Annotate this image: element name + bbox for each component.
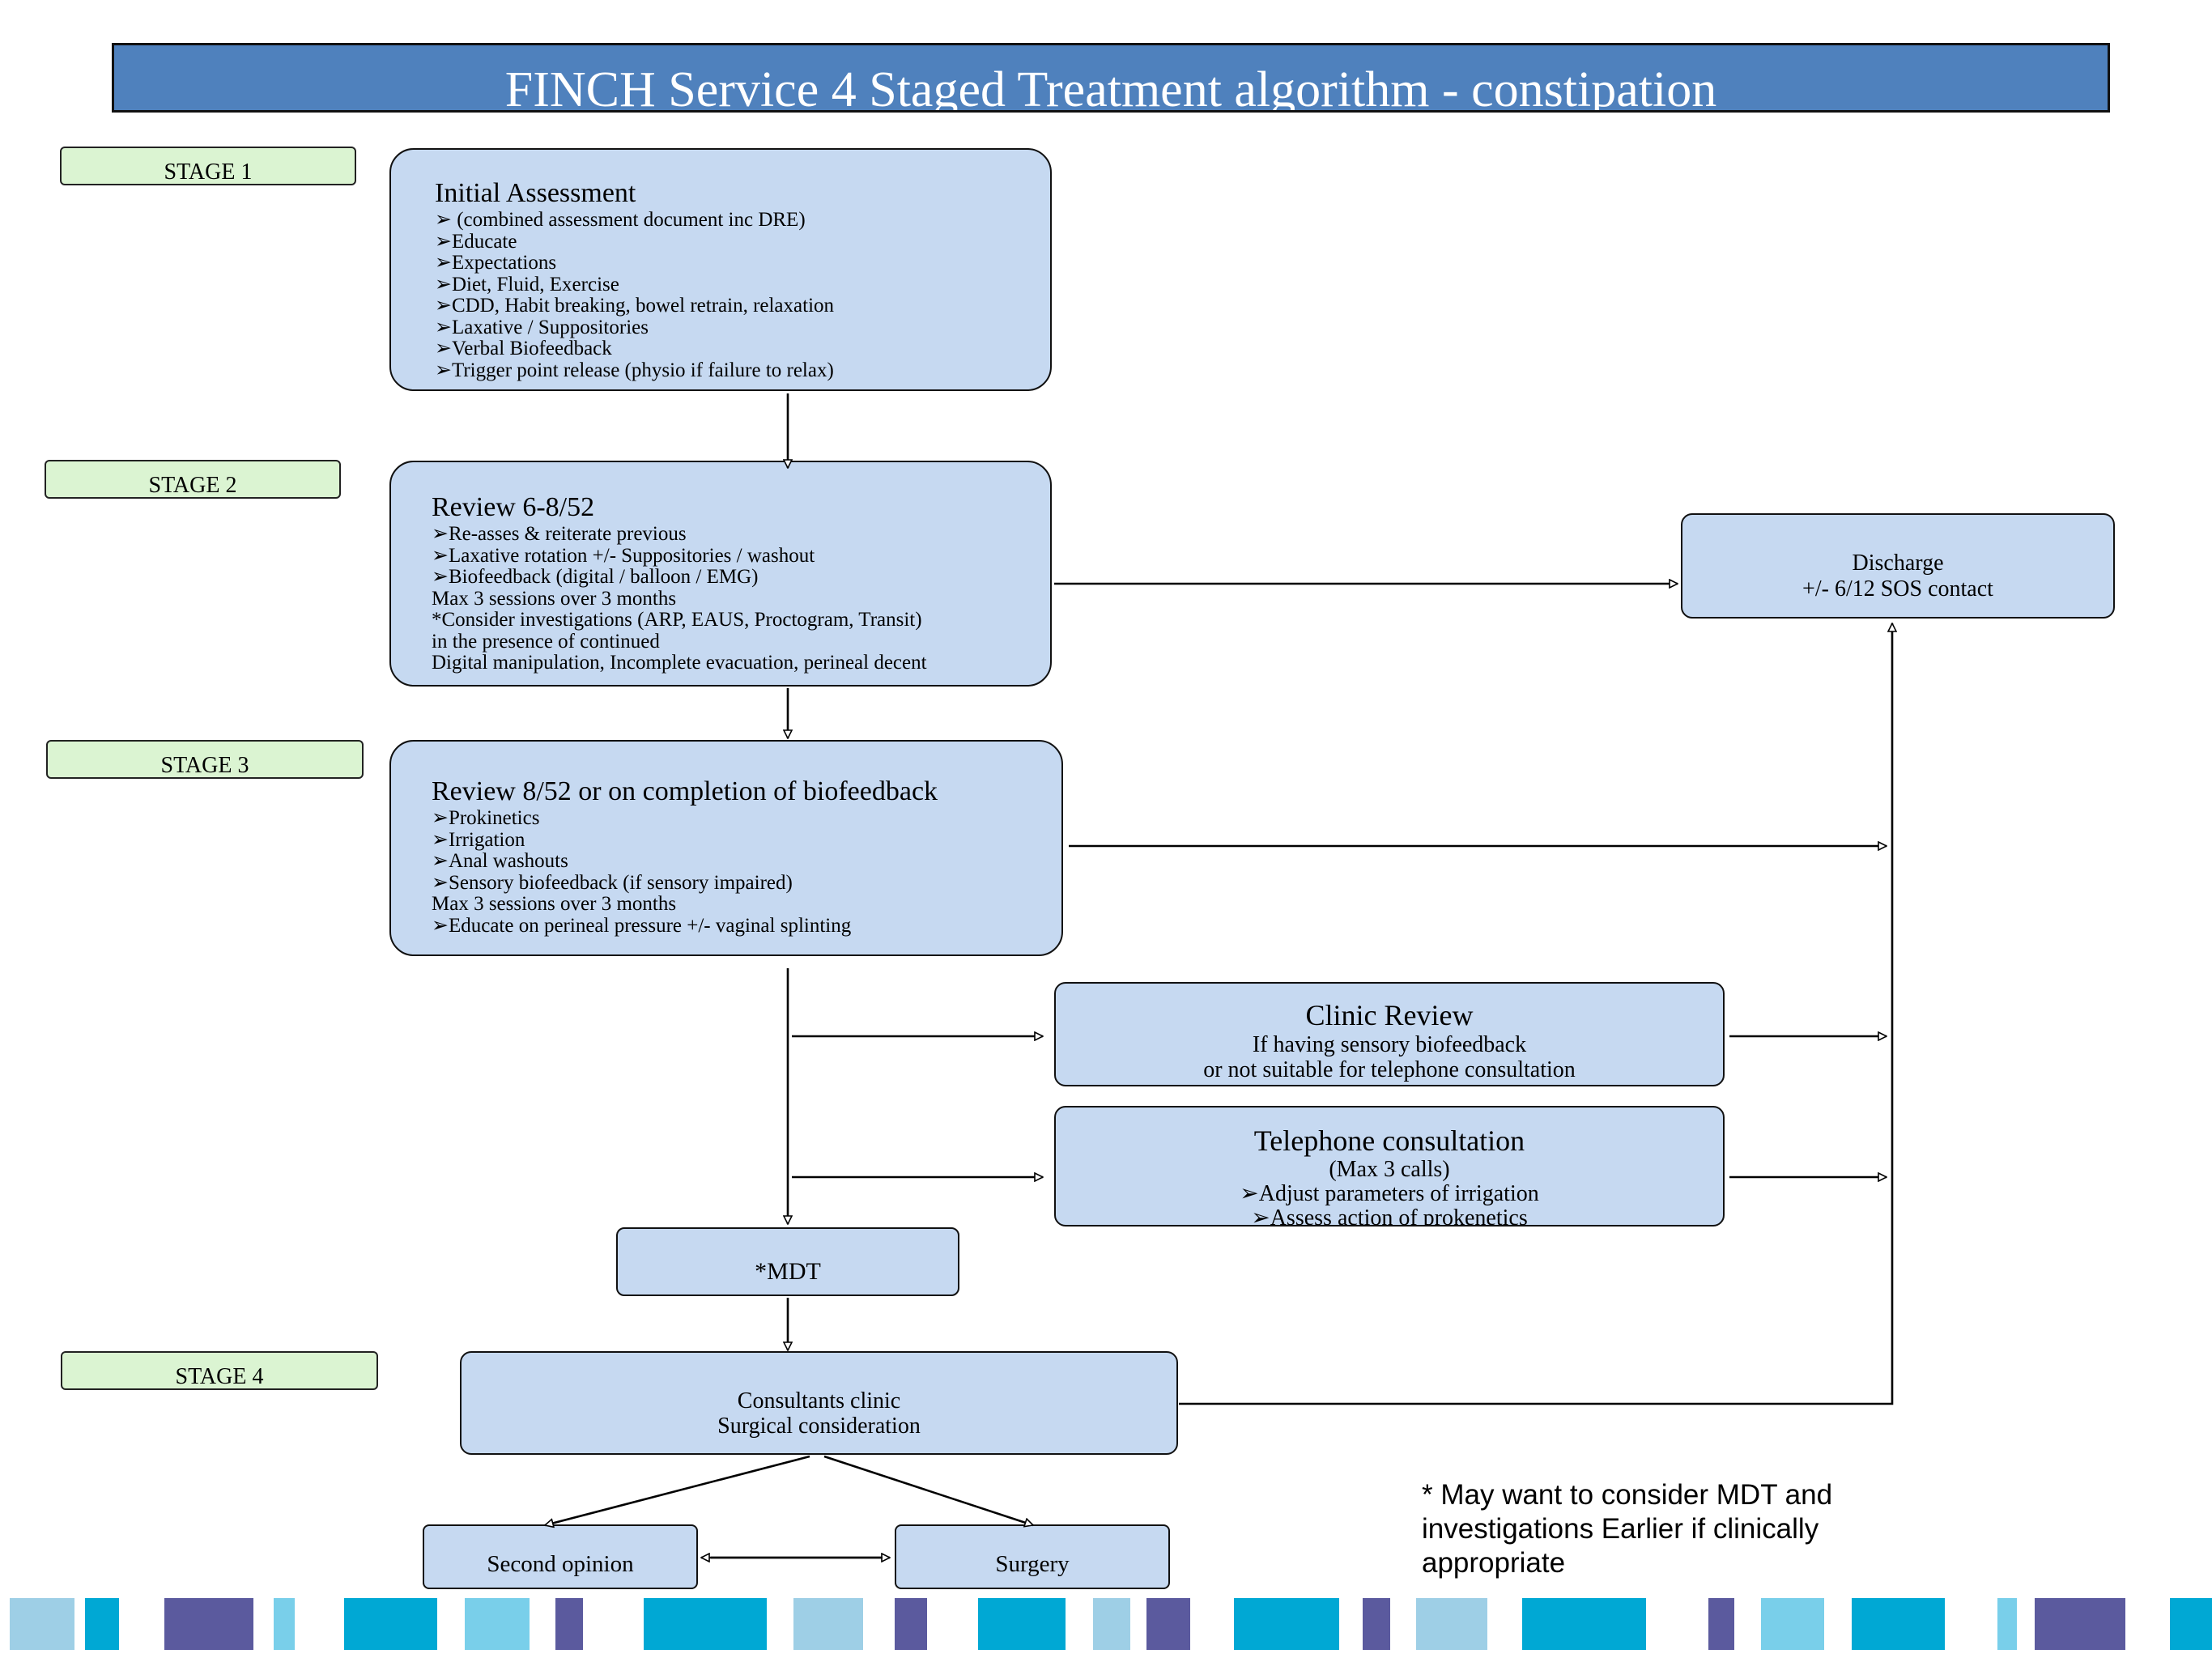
initial-assessment-box: Initial Assessment ➢ (combined assessmen… [389,148,1052,391]
second-opinion-box: Second opinion [423,1524,698,1589]
strip-segment [1093,1598,1130,1650]
stage-4-label: STAGE 4 [61,1351,378,1390]
stage3-item: ➢Educate on perineal pressure +/- vagina… [432,914,852,937]
strip-segment [1416,1598,1487,1650]
strip-segment [1146,1598,1190,1650]
strip-segment [555,1598,583,1650]
clinic-review-line: or not suitable for telephone consultati… [1203,1057,1576,1082]
surgery-label: Surgery [995,1551,1070,1577]
telephone-line: ➢Adjust parameters of irrigation [1240,1181,1539,1206]
strip-segment [1363,1598,1390,1650]
stage1-item: ➢Expectations [435,252,557,274]
consultants-line: Surgical consideration [717,1414,921,1439]
stage1-item: ➢Educate [435,230,517,253]
telephone-consultation-box: Telephone consultation (Max 3 calls) ➢Ad… [1054,1106,1725,1226]
surgery-box: Surgery [895,1524,1170,1589]
stage3-item: ➢Anal washouts [432,850,568,872]
arrow-consultants-to-surgery [823,1455,1033,1525]
strip-segment [85,1598,119,1650]
mdt-box: *MDT [616,1227,959,1296]
stage1-item: ➢ (combined assessment document inc DRE) [435,209,806,231]
stage2-item: Digital manipulation, Incomplete evacuat… [432,652,927,674]
clinic-review-box: Clinic Review If having sensory biofeedb… [1054,982,1725,1086]
telephone-line: (Max 3 calls) [1329,1157,1450,1182]
footnote: * May want to consider MDT and investiga… [1422,1479,1833,1579]
consultants-line: Consultants clinic [737,1388,901,1414]
strip-segment [895,1598,927,1650]
strip-segment [2035,1598,2125,1650]
strip-segment [344,1598,437,1650]
strip-segment [2170,1598,2212,1650]
strip-segment [465,1598,530,1650]
stage1-item: ➢Diet, Fluid, Exercise [435,273,619,295]
stage2-item: ➢Biofeedback (digital / balloon / EMG) [432,566,759,588]
review-8-52-box: Review 8/52 or on completion of biofeedb… [389,740,1063,956]
stage1-item: ➢Laxative / Suppositories [435,316,649,338]
review-8-52-heading: Review 8/52 or on completion of biofeedb… [432,776,938,806]
decorative-footer-strip [0,1598,2212,1650]
stage2-item: in the presence of continued [432,630,660,653]
stage3-item: Max 3 sessions over 3 months [432,893,677,915]
stage2-item: *Consider investigations (ARP, EAUS, Pro… [432,609,922,631]
strip-segment [1761,1598,1824,1650]
strip-segment [1852,1598,1945,1650]
clinic-review-line: If having sensory biofeedback [1252,1032,1527,1057]
stage2-item: ➢Re-asses & reiterate previous [432,523,687,545]
initial-assessment-heading: Initial Assessment [435,178,636,208]
stage1-item: ➢Trigger point release (physio if failur… [435,359,834,381]
stage3-item: ➢Irrigation [432,828,525,851]
discharge-contact: +/- 6/12 SOS contact [1802,576,1993,602]
strip-segment [274,1598,295,1650]
stage2-item: Max 3 sessions over 3 months [432,587,677,610]
stage-3-label: STAGE 3 [46,740,364,779]
strip-segment [793,1598,863,1650]
stage3-item: ➢Sensory biofeedback (if sensory impaire… [432,871,793,894]
consultants-clinic-box: Consultants clinic Surgical consideratio… [460,1351,1178,1455]
stage-1-label: STAGE 1 [60,147,356,185]
line-consultants-to-discharge [1179,623,1892,1405]
stage1-item: ➢Verbal Biofeedback [435,338,612,359]
strip-segment [644,1598,767,1650]
telephone-line: ➢Assess action of prokenetics [1251,1205,1528,1226]
strip-segment [978,1598,1066,1650]
strip-segment [1234,1598,1339,1650]
strip-segment [10,1598,74,1650]
strip-segment [1997,1598,2017,1650]
arrow-consultants-to-second-opinion [545,1455,810,1525]
diagram-title: FINCH Service 4 Staged Treatment algorit… [112,43,2110,113]
clinic-review-heading: Clinic Review [1305,999,1474,1031]
discharge-box: Discharge +/- 6/12 SOS contact [1681,513,2115,619]
strip-segment [1708,1598,1734,1650]
telephone-consultation-heading: Telephone consultation [1253,1124,1525,1157]
strip-segment [164,1598,253,1650]
review-6-8-box: Review 6-8/52 ➢Re-asses & reiterate prev… [389,461,1052,687]
stage2-item: ➢Laxative rotation +/- Suppositories / w… [432,544,815,567]
stage3-item: ➢Prokinetics [432,807,540,829]
mdt-label: *MDT [755,1258,821,1285]
strip-segment [1522,1598,1646,1650]
stage1-item: ➢CDD, Habit breaking, bowel retrain, rel… [435,295,835,317]
discharge-label: Discharge [1852,551,1944,576]
stage-2-label: STAGE 2 [45,460,341,499]
second-opinion-label: Second opinion [487,1551,634,1577]
review-6-8-heading: Review 6-8/52 [432,492,595,522]
